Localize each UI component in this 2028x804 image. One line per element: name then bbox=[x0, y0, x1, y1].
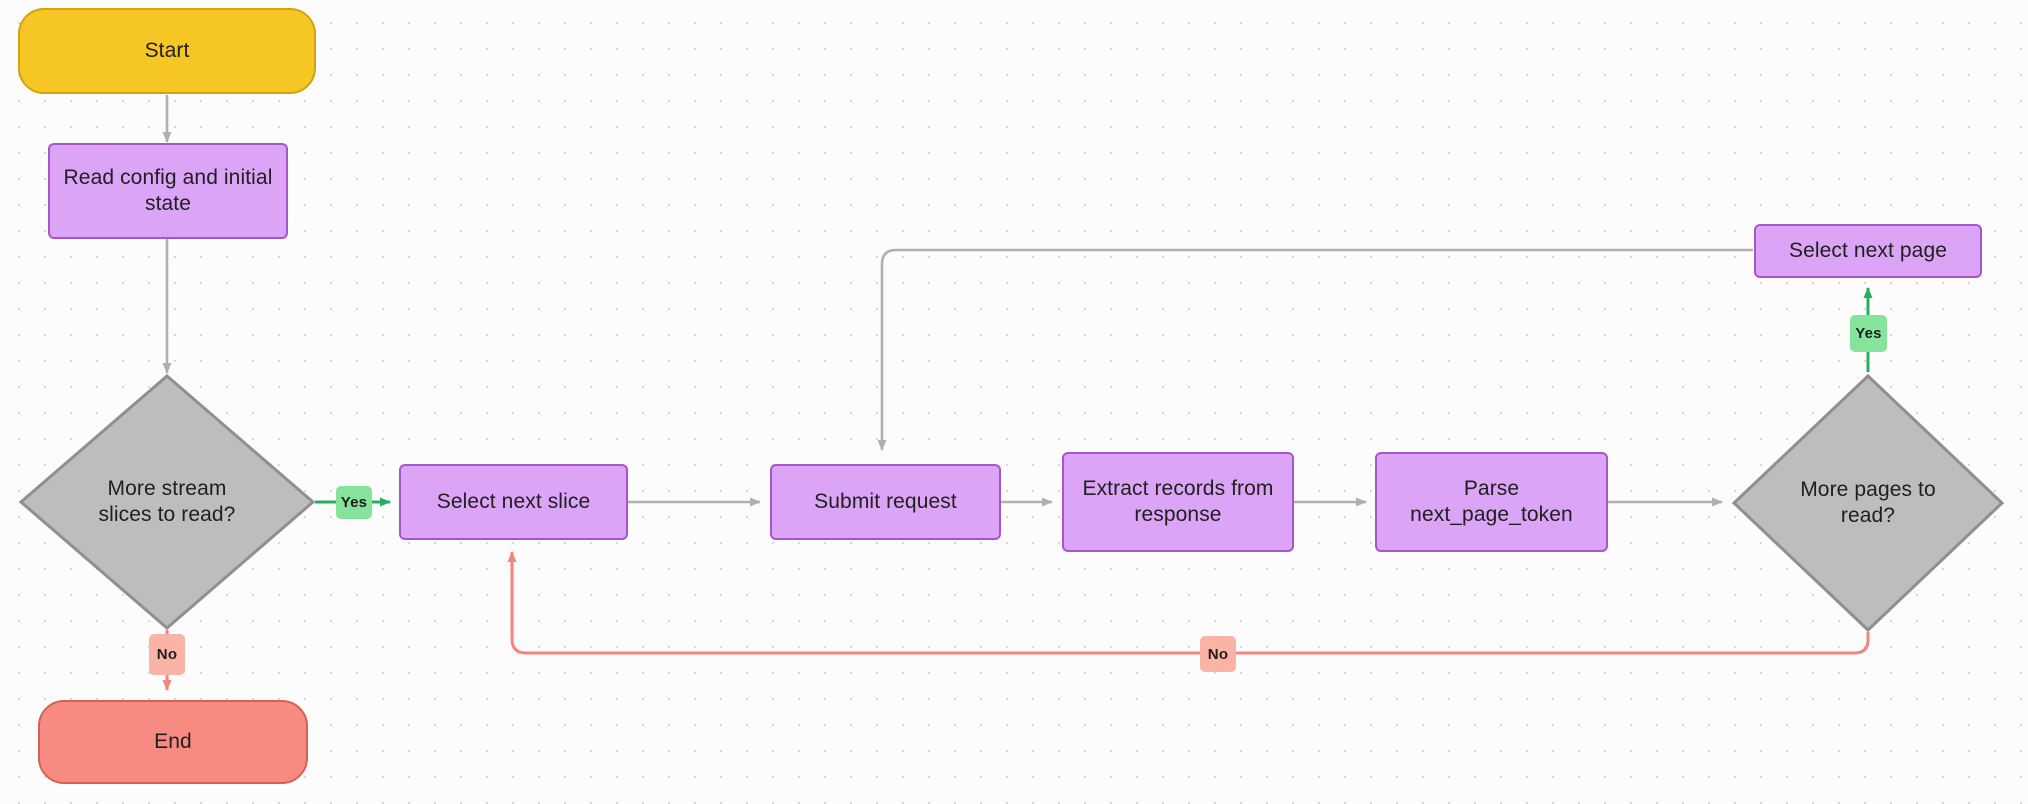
node-parse-next-page-token-line2: next_page_token bbox=[1410, 503, 1573, 526]
node-parse-next-page-token[interactable]: Parse next_page_token bbox=[1375, 452, 1608, 552]
edge-label-pages-no: No bbox=[1200, 636, 1236, 672]
node-more-stream-slices[interactable]: More stream slices to read? bbox=[18, 373, 316, 631]
node-read-config-line1: Read config and initial bbox=[63, 166, 273, 190]
node-select-next-page-label: Select next page bbox=[1788, 239, 1948, 263]
edge-select-page-to-submit-request bbox=[877, 248, 1753, 451]
node-read-config-line2: state bbox=[144, 192, 192, 215]
diamond-shape-icon bbox=[18, 374, 316, 630]
node-parse-next-page-token-line1: Parse bbox=[1463, 477, 1520, 501]
edge-label-pages-yes: Yes bbox=[1850, 315, 1887, 352]
node-more-pages[interactable]: More pages to read? bbox=[1731, 373, 2005, 633]
node-parse-next-page-token-label: Parse next_page_token bbox=[1410, 476, 1573, 527]
node-start[interactable]: Start bbox=[18, 8, 316, 94]
node-end[interactable]: End bbox=[38, 700, 308, 784]
node-read-config[interactable]: Read config and initial state bbox=[48, 143, 288, 239]
edge-more-pages-to-select-slice bbox=[507, 551, 1870, 655]
node-extract-records-label: Extract records from response bbox=[1082, 476, 1273, 527]
edge-label-slices-no-text: No bbox=[156, 646, 178, 663]
edge-label-slices-yes-text: Yes bbox=[340, 494, 368, 511]
node-select-next-slice-label: Select next slice bbox=[436, 490, 591, 514]
node-submit-request-label: Submit request bbox=[814, 490, 957, 514]
node-select-next-slice[interactable]: Select next slice bbox=[399, 464, 628, 540]
node-select-next-page[interactable]: Select next page bbox=[1754, 224, 1982, 278]
diamond-shape-icon bbox=[1731, 373, 2005, 633]
node-start-label: Start bbox=[144, 39, 190, 63]
edge-label-pages-yes-text: Yes bbox=[1855, 325, 1882, 342]
node-extract-records[interactable]: Extract records from response bbox=[1062, 452, 1294, 552]
node-submit-request[interactable]: Submit request bbox=[770, 464, 1001, 540]
edge-label-slices-yes: Yes bbox=[336, 486, 372, 519]
edge-label-slices-no: No bbox=[149, 634, 185, 675]
node-end-label: End bbox=[154, 730, 192, 754]
node-extract-records-line1: Extract records from bbox=[1082, 477, 1274, 501]
node-extract-records-line2: response bbox=[1134, 503, 1222, 526]
edge-label-pages-no-text: No bbox=[1207, 645, 1229, 663]
node-read-config-label: Read config and initial state bbox=[64, 165, 273, 216]
